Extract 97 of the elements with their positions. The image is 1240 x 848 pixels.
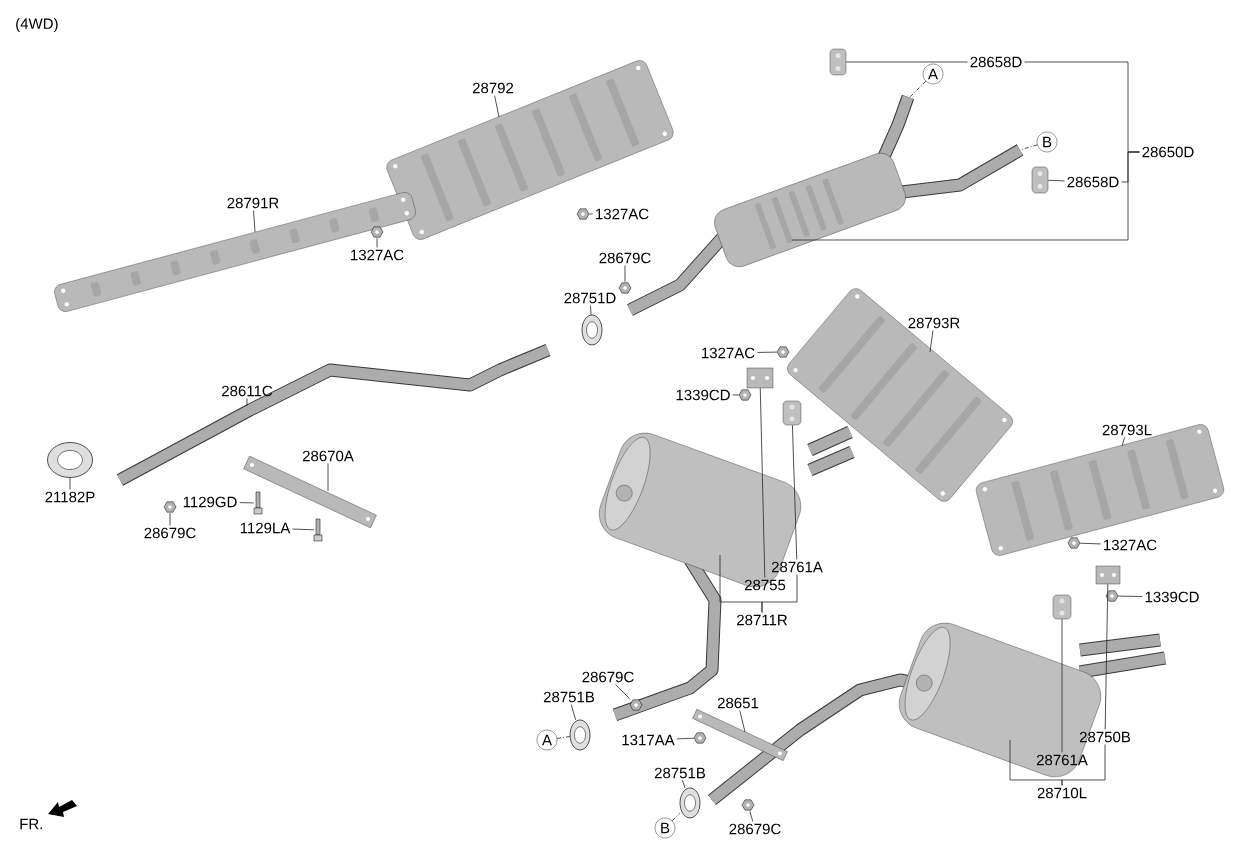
leader-line: [792, 424, 798, 560]
leader-line: [570, 704, 576, 721]
nut: [776, 346, 790, 358]
heat-shield: [787, 288, 1013, 502]
leader-line: [556, 736, 571, 739]
part-number: 1317AA: [622, 734, 675, 746]
leader-line: [615, 684, 631, 700]
nut: [1105, 590, 1119, 602]
nut: [370, 226, 384, 238]
part-number: 28751D: [564, 292, 616, 304]
leader-line: [759, 387, 766, 578]
part-number: 28679C: [729, 823, 781, 835]
heat-shield: [976, 424, 1224, 556]
gasket: [569, 719, 591, 751]
heat-shield: [386, 60, 674, 240]
leader-line: [1121, 151, 1140, 183]
part-number: 28679C: [582, 671, 634, 683]
mounting-bracket: [1095, 565, 1121, 585]
leader-line: [671, 812, 681, 822]
leader-line: [1019, 144, 1038, 151]
part-number: 28651: [717, 697, 759, 709]
rubber-hanger: [1052, 594, 1072, 620]
part-number: 28670A: [302, 450, 354, 462]
leader-line: [756, 351, 778, 353]
circled-letter: B: [654, 817, 676, 839]
part-number: 28793R: [908, 317, 960, 329]
part-number: 28658D: [1067, 176, 1119, 188]
leader-line: [1104, 583, 1109, 730]
leader-line: [909, 80, 927, 98]
part-number: 28792: [472, 82, 514, 94]
leader-line: [292, 528, 315, 531]
leader-line: [749, 810, 754, 822]
leader-line: [590, 305, 592, 316]
leader-line: [624, 265, 626, 283]
leader-line: [69, 477, 71, 490]
leader-line: [682, 780, 686, 789]
gasket: [581, 314, 603, 346]
rubber-hanger: [1031, 166, 1049, 194]
leader-line: [1061, 618, 1063, 753]
leader-line: [253, 210, 256, 233]
part-number: 1327AC: [1104, 539, 1157, 551]
bolt: [253, 491, 263, 515]
leader-line: [739, 710, 746, 733]
part-number: 28679C: [599, 252, 651, 264]
heat-shield: [54, 192, 416, 312]
nut: [741, 799, 755, 811]
nut: [738, 389, 752, 401]
leader-line: [1121, 437, 1126, 447]
rubber-hanger: [782, 400, 802, 426]
part-number: 28658D: [970, 56, 1022, 68]
part-number: 28751B: [654, 767, 706, 779]
leader-line: [169, 512, 171, 526]
leader-line: [761, 574, 798, 613]
mounting-bracket: [692, 709, 788, 761]
leader-line: [845, 61, 968, 63]
rubber-hanger: [829, 48, 847, 76]
leader-line: [239, 502, 255, 504]
circled-letter: A: [536, 729, 558, 751]
leader-line: [588, 213, 594, 215]
part-number: 28679C: [144, 527, 196, 539]
leader-line: [376, 237, 378, 248]
part-number: 1327AC: [702, 347, 755, 359]
mounting-bracket: [746, 367, 774, 389]
leader-line: [246, 398, 248, 407]
leader-line: [676, 737, 695, 740]
part-number: 1129GD: [183, 496, 237, 508]
leader-line: [732, 394, 740, 396]
leader-line: [1047, 179, 1065, 182]
nut: [693, 732, 707, 744]
leader-line: [929, 330, 934, 353]
part-number: 28650D: [1142, 146, 1194, 158]
direction-label: FR.: [20, 818, 42, 830]
nut: [1067, 537, 1081, 549]
nut: [576, 208, 590, 220]
part-number: 1339CD: [1145, 591, 1199, 603]
part-number: 1327AC: [351, 249, 404, 261]
part-number: 1129LA: [240, 522, 291, 534]
nut: [618, 282, 632, 294]
bolt: [313, 518, 323, 542]
leader-line: [1079, 542, 1102, 545]
circled-letter: B: [1036, 131, 1058, 153]
part-number: 1339CD: [676, 389, 730, 401]
circled-letter: A: [922, 63, 944, 85]
part-number: 28793L: [1102, 424, 1152, 436]
leader-line: [494, 95, 500, 118]
part-number: 1327AC: [596, 208, 649, 220]
leader-line: [1117, 595, 1143, 597]
gasket: [679, 787, 701, 819]
gasket: [47, 442, 93, 478]
part-number: 21182P: [45, 491, 95, 503]
part-number: 28751B: [543, 691, 595, 703]
nut: [163, 501, 177, 513]
leader-line: [1061, 744, 1106, 786]
drive-label: (4WD): [16, 18, 58, 32]
part-number: 28611C: [222, 385, 273, 397]
part-number: 28791R: [227, 197, 279, 209]
leader-line: [327, 463, 329, 492]
